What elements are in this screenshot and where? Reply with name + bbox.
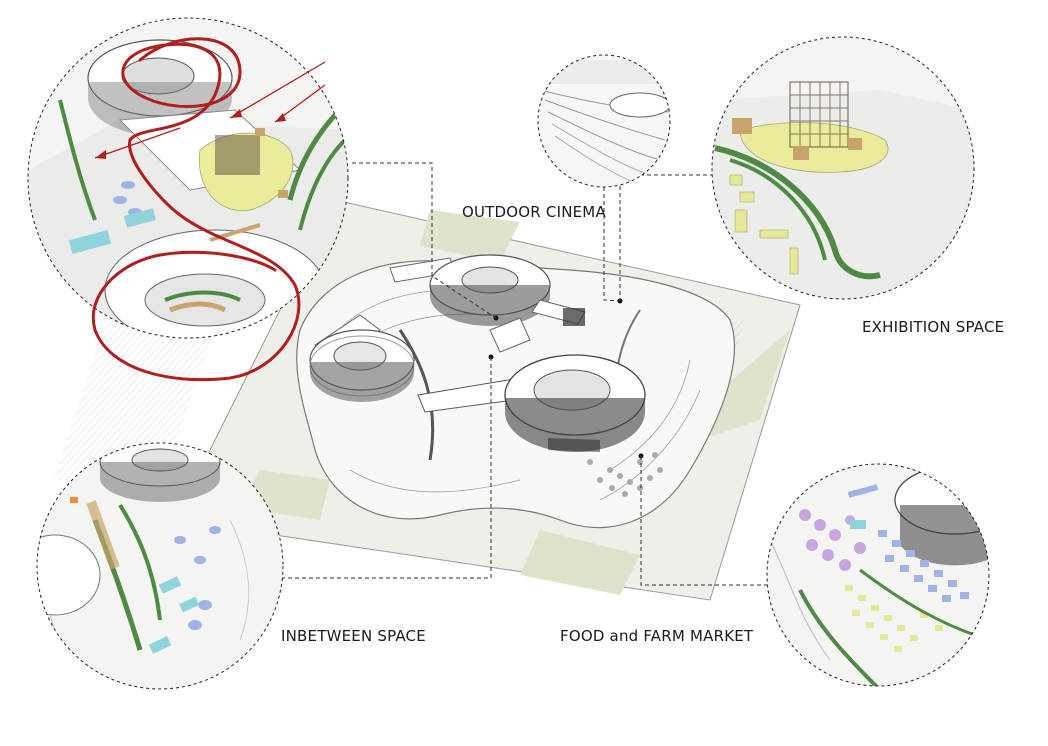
timber-pavilion xyxy=(563,308,585,326)
arrow-head xyxy=(275,113,286,122)
detail-circle-cinema xyxy=(537,54,671,188)
detail-circle-market xyxy=(766,463,990,687)
site-plan xyxy=(54,199,801,601)
green-area xyxy=(520,530,640,595)
detail-circle-inbetween-bottom xyxy=(36,442,284,690)
green-area xyxy=(420,210,520,262)
parking-area xyxy=(54,300,223,480)
label-outdoor-cinema: OUTDOOR CINEMA xyxy=(462,203,606,221)
arrow-line xyxy=(229,61,326,119)
arrow-head xyxy=(95,150,106,159)
planter-strip xyxy=(398,329,435,461)
ring-building-right xyxy=(417,317,646,452)
market-seating xyxy=(587,452,663,497)
ring-building-left xyxy=(309,314,415,402)
label-food-farm-market: FOOD and FARM MARKET xyxy=(560,627,754,645)
arrow-line xyxy=(94,127,181,159)
label-exhibition-space: EXHIBITION SPACE xyxy=(862,318,1005,336)
detail-circle-exhibition xyxy=(711,36,975,300)
arrow-head xyxy=(230,109,242,118)
green-area xyxy=(700,330,790,440)
terrace-lines xyxy=(329,289,701,501)
circulation-path xyxy=(91,37,326,382)
label-inbetween-space: INBETWEEN SPACE xyxy=(281,627,426,645)
